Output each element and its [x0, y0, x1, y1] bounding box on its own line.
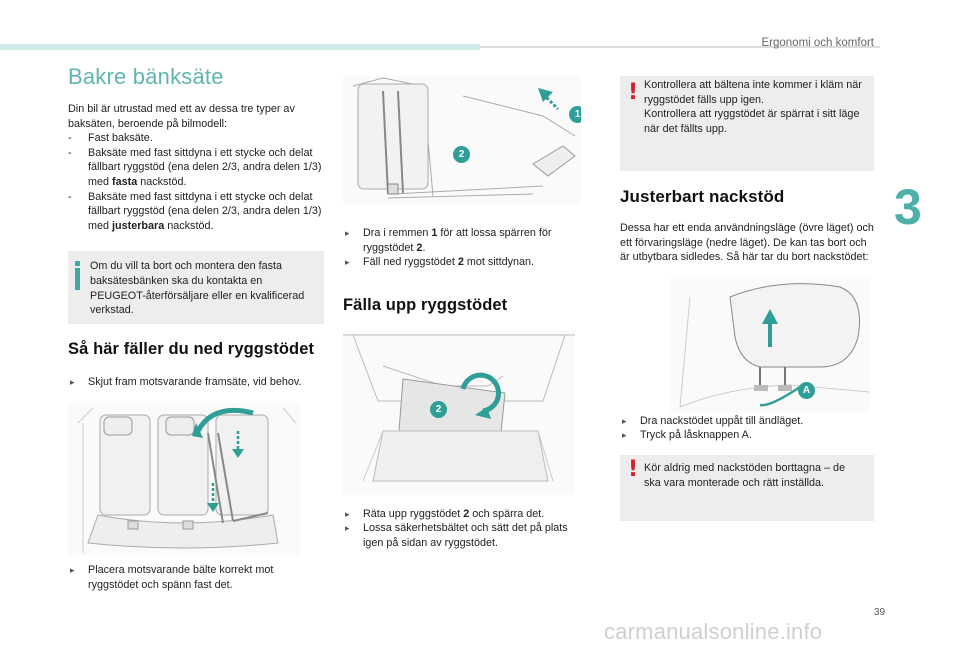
warning-box-2: ! Kör aldrig med nackstöden borttagna – …	[620, 454, 874, 521]
chapter-number: 3	[894, 179, 922, 235]
warning-icon: !	[628, 80, 639, 105]
warning-box: ! Kontrollera att bältena inte kommer i …	[620, 76, 874, 171]
callout-badge: 1	[569, 106, 581, 123]
seat-type-list: Fast baksäte. Baksäte med fast sittdyna …	[68, 131, 324, 233]
rear-seat-image	[68, 403, 300, 556]
section-header: Ergonomi och komfort	[761, 37, 875, 49]
callout-badge: 2	[453, 146, 470, 163]
headrest-heading: Justerbart nackstöd	[620, 187, 785, 206]
raise-seat-illustration: 2	[343, 330, 575, 495]
list-item: Dra nackstödet uppåt till ändläget.	[620, 414, 874, 429]
warning-icon: !	[628, 456, 639, 482]
fold-step-list-2: Placera motsvarande bälte korrekt mot ry…	[68, 563, 324, 592]
warning-text-1: Kontrollera att bältena inte kommer i kl…	[644, 79, 862, 106]
headrest-step-list: Dra nackstödet uppåt till ändläget. Tryc…	[620, 414, 874, 443]
list-item: Baksäte med fast sittdyna i ett stycke o…	[68, 146, 324, 190]
intro-text: Din bil är utrustad med ett av dessa tre…	[68, 103, 295, 130]
watermark: carmanualsonline.info	[604, 619, 823, 644]
page-number: 39	[874, 607, 886, 618]
headrest-illustration: A	[670, 276, 870, 412]
release-step-list: Dra i remmen 1 för att lossa spärren för…	[343, 226, 581, 270]
top-rule	[480, 46, 880, 48]
list-item: Fäll ned ryggstödet 2 mot sittdynan.	[343, 255, 581, 270]
column-1: Bakre bänksäte Din bil är utrustad med e…	[68, 60, 324, 593]
list-item: Dra i remmen 1 för att lossa spärren för…	[343, 226, 581, 255]
release-strap-illustration: 1 2	[343, 76, 581, 204]
headrest-text: Dessa har ett enda användningsläge (övre…	[620, 222, 874, 264]
callout-badge-a: A	[798, 381, 815, 399]
fold-step-list: Skjut fram motsvarande framsäte, vid beh…	[68, 375, 324, 390]
page-title: Bakre bänksäte	[68, 64, 224, 89]
list-item: Skjut fram motsvarande framsäte, vid beh…	[68, 375, 324, 390]
warning-text-3: Kör aldrig med nackstöden borttagna – de…	[644, 461, 846, 489]
top-accent-bar	[0, 44, 480, 50]
raise-heading: Fälla upp ryggstödet	[343, 295, 508, 314]
column-2: 1 2 Dra i remmen 1 för att lossa spärren…	[343, 76, 581, 551]
callout-badge: 2	[430, 400, 447, 418]
list-item: Räta upp ryggstödet 2 och spärra det.	[343, 507, 581, 522]
fold-seat-illustration	[68, 403, 300, 556]
info-text: Om du vill ta bort och montera den fasta…	[90, 260, 305, 317]
list-item: Lossa säkerhetsbältet och sätt det på pl…	[343, 521, 581, 550]
info-box: Om du vill ta bort och montera den fasta…	[68, 251, 324, 324]
raise-step-list: Räta upp ryggstödet 2 och spärra det. Lo…	[343, 507, 581, 551]
fold-down-heading: Så här fäller du ned ryggstödet	[68, 339, 315, 358]
info-icon	[75, 261, 81, 291]
list-item: Baksäte med fast sittdyna i ett stycke o…	[68, 190, 324, 234]
warning-text-2: Kontrollera att ryggstödet är spärrat i …	[644, 108, 860, 135]
list-item: Placera motsvarande bälte korrekt mot ry…	[68, 563, 324, 592]
list-item: Fast baksäte.	[68, 131, 324, 146]
list-item: Tryck på låsknappen A.	[620, 428, 874, 443]
column-3: ! Kontrollera att bältena inte kommer i …	[620, 76, 874, 521]
